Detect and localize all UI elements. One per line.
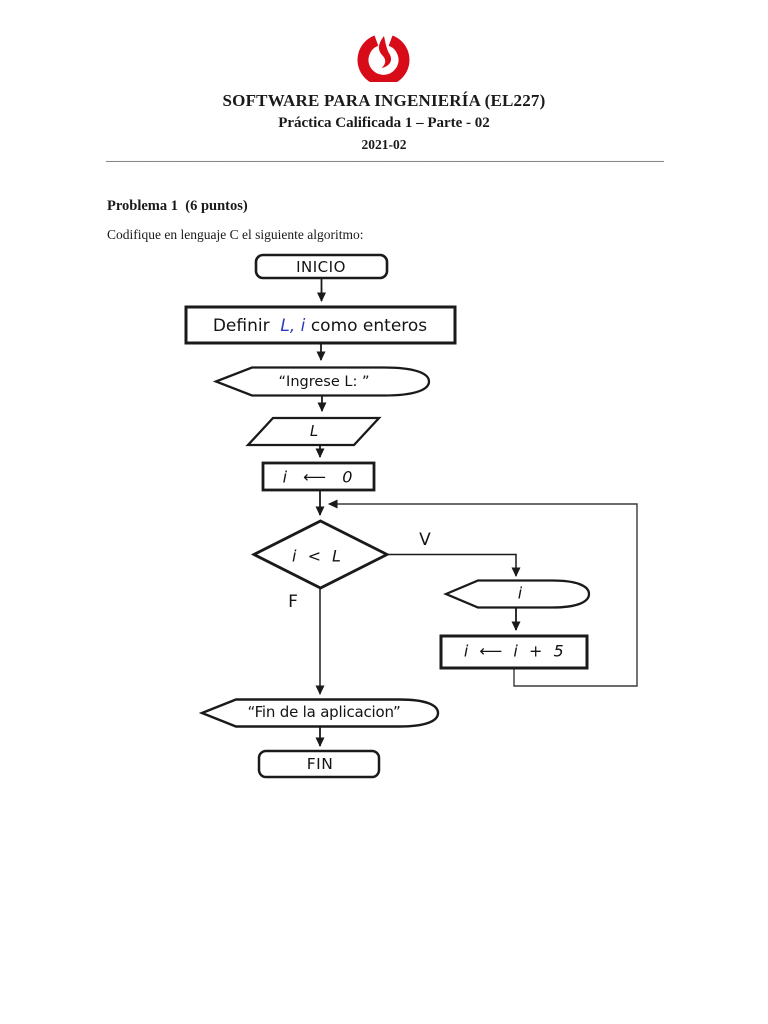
start-label: INICIO — [296, 258, 346, 276]
declare-label: Definir L, i como enteros — [213, 316, 427, 336]
output-label: i — [517, 583, 523, 603]
upc-flame-logo-icon — [357, 35, 410, 82]
declare-label-variables: L, i — [280, 316, 306, 336]
term-label: 2021-02 — [361, 137, 407, 152]
prompt-label: “Ingrese L: ” — [278, 374, 370, 390]
true-branch-label: V — [419, 530, 431, 550]
end-message-display-shape — [198, 698, 440, 728]
increment-label: i ⟵ i + 5 — [463, 641, 565, 661]
loop-back-connector — [328, 499, 638, 687]
declare-label-prefix: Definir — [212, 316, 281, 336]
input-label: L — [309, 422, 319, 440]
declare-process-shape — [184, 305, 457, 345]
document-title-block: SOFTWARE PARA INGENIERÍA (EL227) Práctic… — [0, 90, 768, 156]
output-display-shape — [443, 579, 591, 609]
false-branch-label: F — [288, 592, 298, 612]
header-divider: ________________________________________… — [106, 148, 664, 163]
end-message-label: “Fin de la aplicacion” — [247, 703, 401, 721]
problem-heading: Problema 1 (6 puntos) — [107, 198, 248, 214]
prompt-display-shape — [212, 366, 431, 397]
course-title: SOFTWARE PARA INGENIERÍA (EL227) — [222, 91, 546, 110]
decision-label: i < L — [292, 546, 342, 566]
init-process-shape — [261, 461, 376, 492]
problem-instruction: Codifique en lenguaje C el siguiente alg… — [107, 227, 364, 242]
end-terminator-shape — [257, 749, 381, 779]
end-label: FIN — [306, 755, 334, 773]
declare-label-suffix: como enteros — [305, 316, 428, 336]
init-label: i ⟵ 0 — [282, 467, 354, 487]
increment-process-shape — [439, 634, 589, 670]
input-parallelogram-shape — [245, 416, 382, 447]
exam-title: Práctica Calificada 1 – Parte - 02 — [278, 115, 490, 131]
true-branch-connector — [387, 553, 521, 577]
